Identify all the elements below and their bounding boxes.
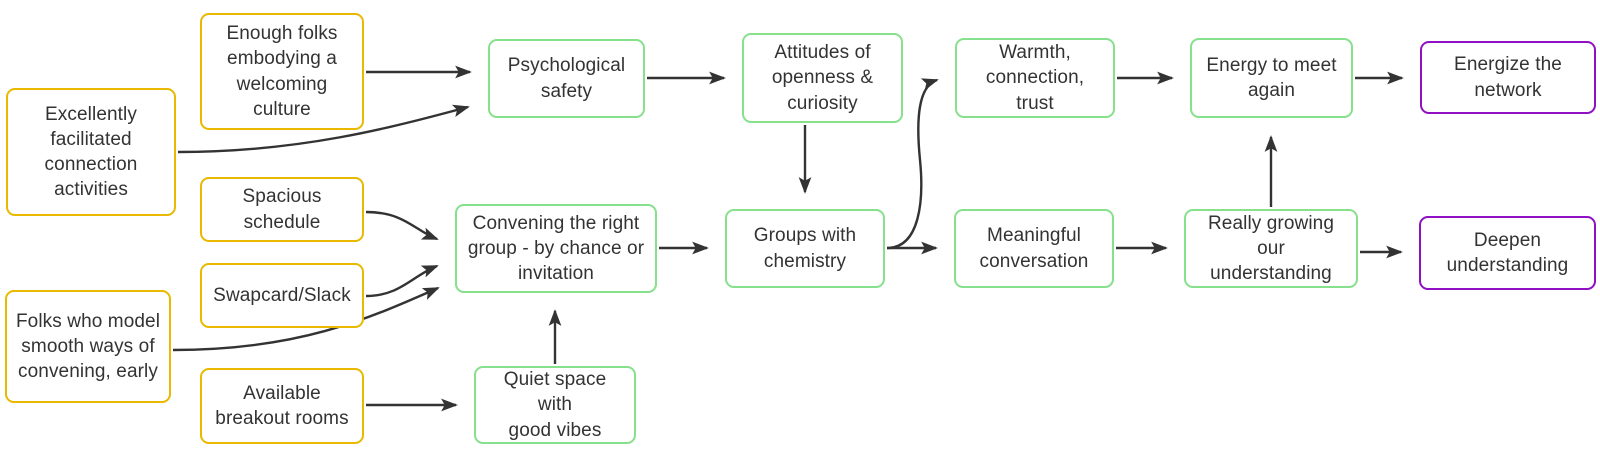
edge-spacious-schedule-to-convening-the-right-group: [365, 210, 439, 241]
node-groups-with-chemistry[interactable]: Groups with chemistry: [725, 209, 885, 288]
node-quiet-space-with-good-vibes[interactable]: Quiet space with good vibes: [474, 366, 636, 444]
node-enough-folks[interactable]: Enough folks embodying a welcoming cultu…: [200, 13, 364, 130]
node-energize-the-network[interactable]: Energize the network: [1420, 41, 1596, 114]
node-deepen-understanding[interactable]: Deepen understanding: [1419, 216, 1596, 290]
node-spacious-schedule[interactable]: Spacious schedule: [200, 177, 364, 242]
node-excellently-facilitated[interactable]: Excellently facilitated connection activ…: [6, 88, 176, 216]
node-folks-who-model[interactable]: Folks who model smooth ways of convening…: [5, 290, 171, 403]
node-swapcard-slack[interactable]: Swapcard/Slack: [200, 263, 364, 328]
node-warmth-connection-trust[interactable]: Warmth, connection, trust: [955, 38, 1115, 118]
node-really-growing-our-understanding[interactable]: Really growing our understanding: [1184, 209, 1358, 288]
node-meaningful-conversation[interactable]: Meaningful conversation: [954, 209, 1114, 288]
edge-swapcard-slack-to-convening-the-right-group: [365, 264, 439, 298]
node-attitudes-of-openness[interactable]: Attitudes of openness & curiosity: [742, 33, 903, 123]
node-psychological-safety[interactable]: Psychological safety: [488, 39, 645, 118]
node-available-breakout-rooms[interactable]: Available breakout rooms: [200, 368, 364, 444]
node-convening-the-right-group[interactable]: Convening the right group - by chance or…: [455, 204, 657, 293]
node-energy-to-meet-again[interactable]: Energy to meet again: [1190, 38, 1353, 118]
